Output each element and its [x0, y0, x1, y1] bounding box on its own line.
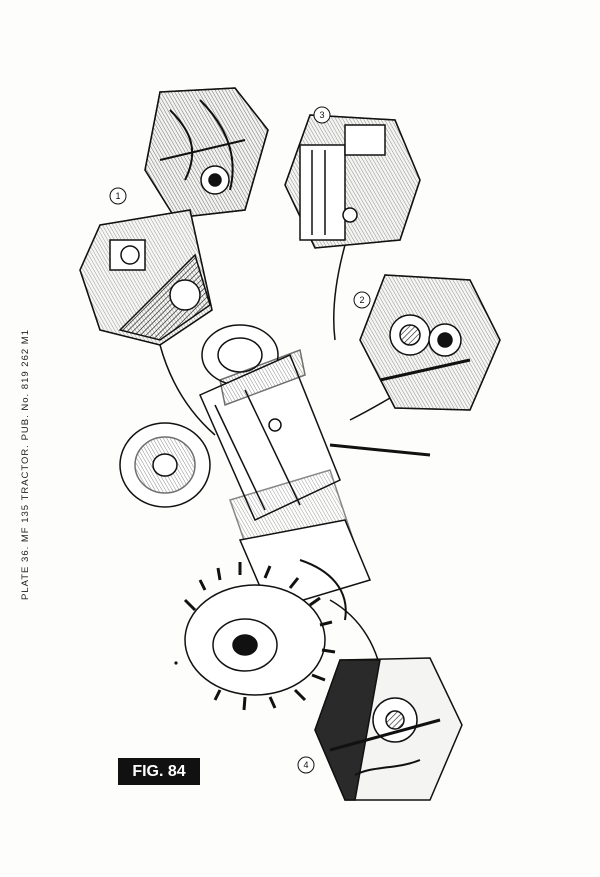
callout-3: 3: [313, 106, 331, 124]
inset-panel-1: [79, 209, 213, 346]
inset-panel-top: [144, 87, 269, 219]
inset-panel-4: [314, 657, 463, 801]
figure-label: FIG. 84: [118, 758, 200, 785]
callout-1: 1: [109, 187, 127, 205]
svg-text:4: 4: [303, 760, 308, 770]
callout-4: 4: [297, 756, 315, 774]
svg-text:3: 3: [319, 110, 324, 120]
inset-panel-3: [284, 114, 421, 249]
speck: [174, 661, 178, 665]
inset-panel-2: [359, 274, 501, 411]
svg-text:2: 2: [359, 295, 364, 305]
callout-2: 2: [353, 291, 371, 309]
svg-text:1: 1: [115, 191, 120, 201]
tractor-body: [119, 324, 431, 711]
